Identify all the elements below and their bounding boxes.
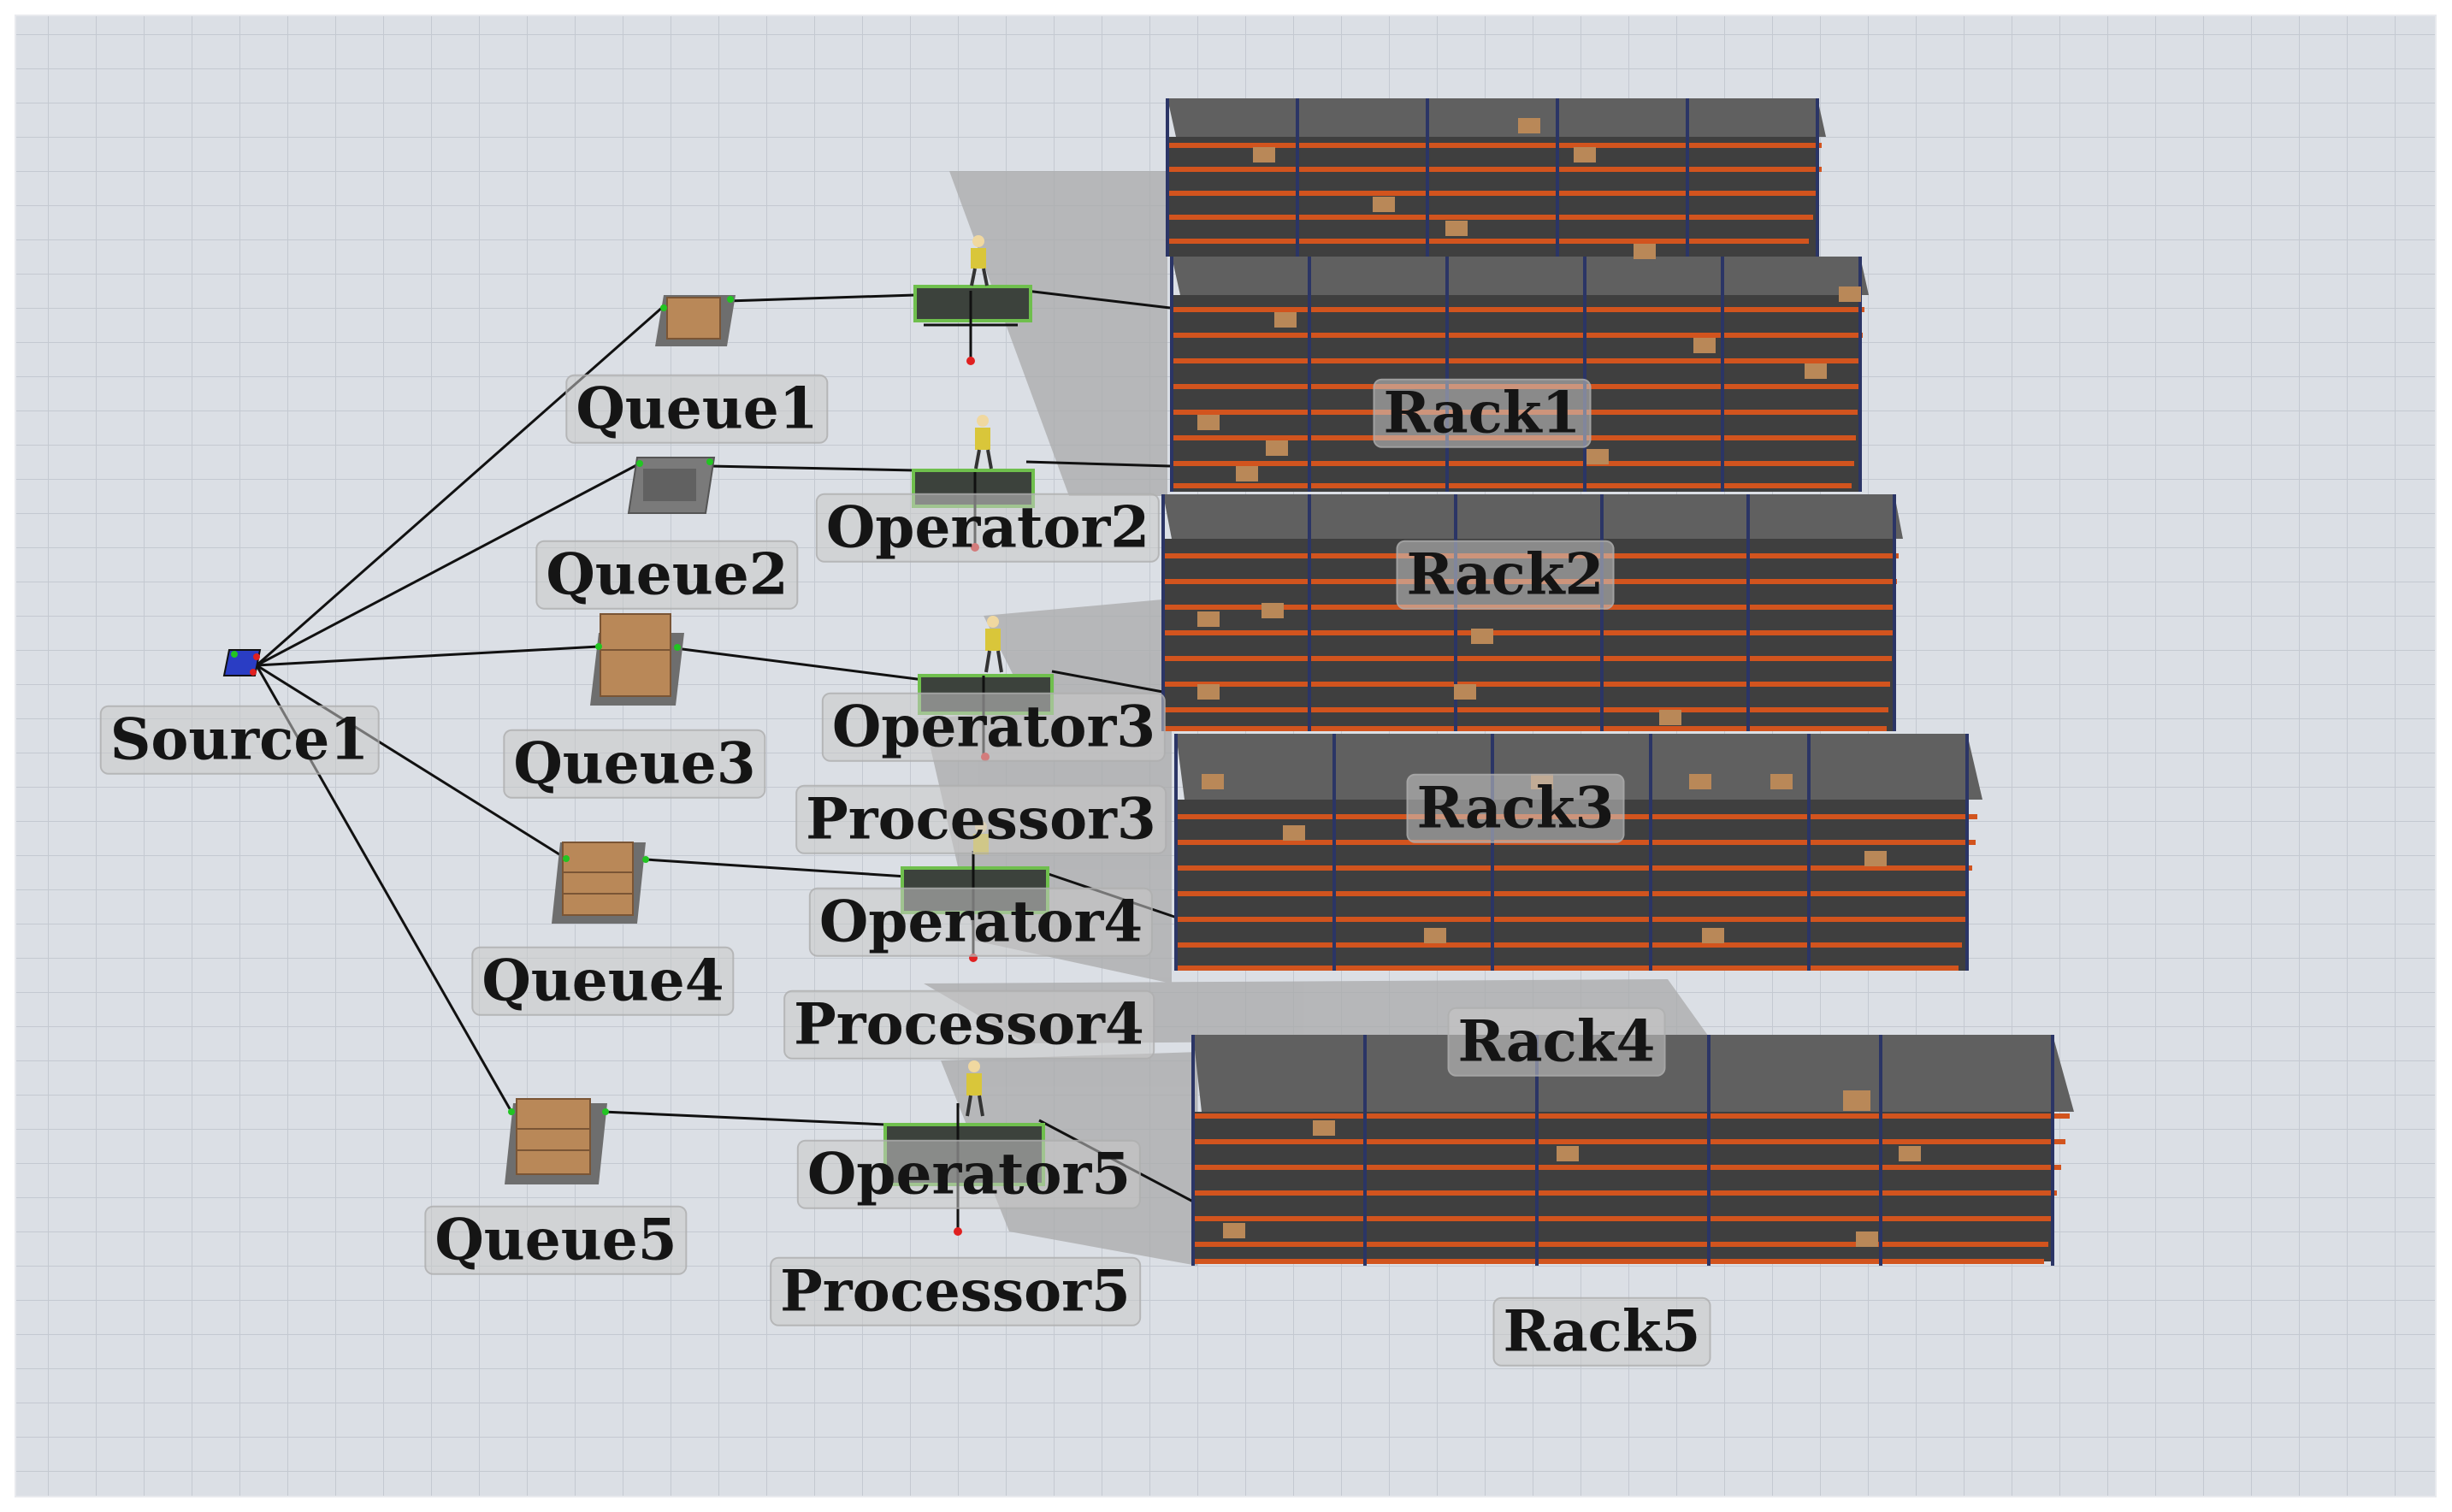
label-rack3[interactable]: Rack3 <box>1406 773 1625 843</box>
label-queue4[interactable]: Queue4 <box>471 946 735 1016</box>
operator-5-figure[interactable] <box>966 1060 984 1117</box>
label-processor4[interactable]: Processor4 <box>783 989 1155 1060</box>
rack-2[interactable] <box>1170 257 1869 492</box>
label-queue5[interactable]: Queue5 <box>424 1205 688 1275</box>
rack-4[interactable] <box>1174 734 1982 971</box>
label-rack4[interactable]: Rack4 <box>1447 1007 1666 1077</box>
queue-3[interactable] <box>590 613 684 706</box>
label-operator5[interactable]: Operator5 <box>796 1139 1142 1209</box>
source-object[interactable] <box>222 649 262 676</box>
label-queue3[interactable]: Queue3 <box>503 729 766 799</box>
operator-1-figure[interactable] <box>970 235 989 286</box>
label-rack1[interactable]: Rack1 <box>1373 378 1592 448</box>
label-queue1[interactable]: Queue1 <box>565 374 829 444</box>
operator-2-figure[interactable] <box>974 415 993 470</box>
queue-1[interactable] <box>655 295 736 346</box>
processor-1[interactable] <box>913 235 1032 365</box>
queue-5[interactable] <box>505 1098 609 1184</box>
label-queue2[interactable]: Queue2 <box>535 540 799 610</box>
stored-boxes <box>1197 118 1921 1247</box>
label-rack2[interactable]: Rack2 <box>1396 540 1615 610</box>
label-rack5[interactable]: Rack5 <box>1492 1296 1711 1367</box>
rack-1[interactable] <box>1166 98 1826 257</box>
queue-2[interactable] <box>627 457 716 514</box>
operator-3-figure[interactable] <box>984 616 1003 673</box>
label-processor3[interactable]: Processor3 <box>795 784 1167 854</box>
label-operator2[interactable]: Operator2 <box>815 493 1161 563</box>
queue-4[interactable] <box>552 842 649 924</box>
label-processor5[interactable]: Processor5 <box>770 1256 1141 1326</box>
label-source1[interactable]: Source1 <box>99 705 380 775</box>
label-operator3[interactable]: Operator3 <box>821 692 1167 762</box>
label-operator4[interactable]: Operator4 <box>808 887 1154 957</box>
